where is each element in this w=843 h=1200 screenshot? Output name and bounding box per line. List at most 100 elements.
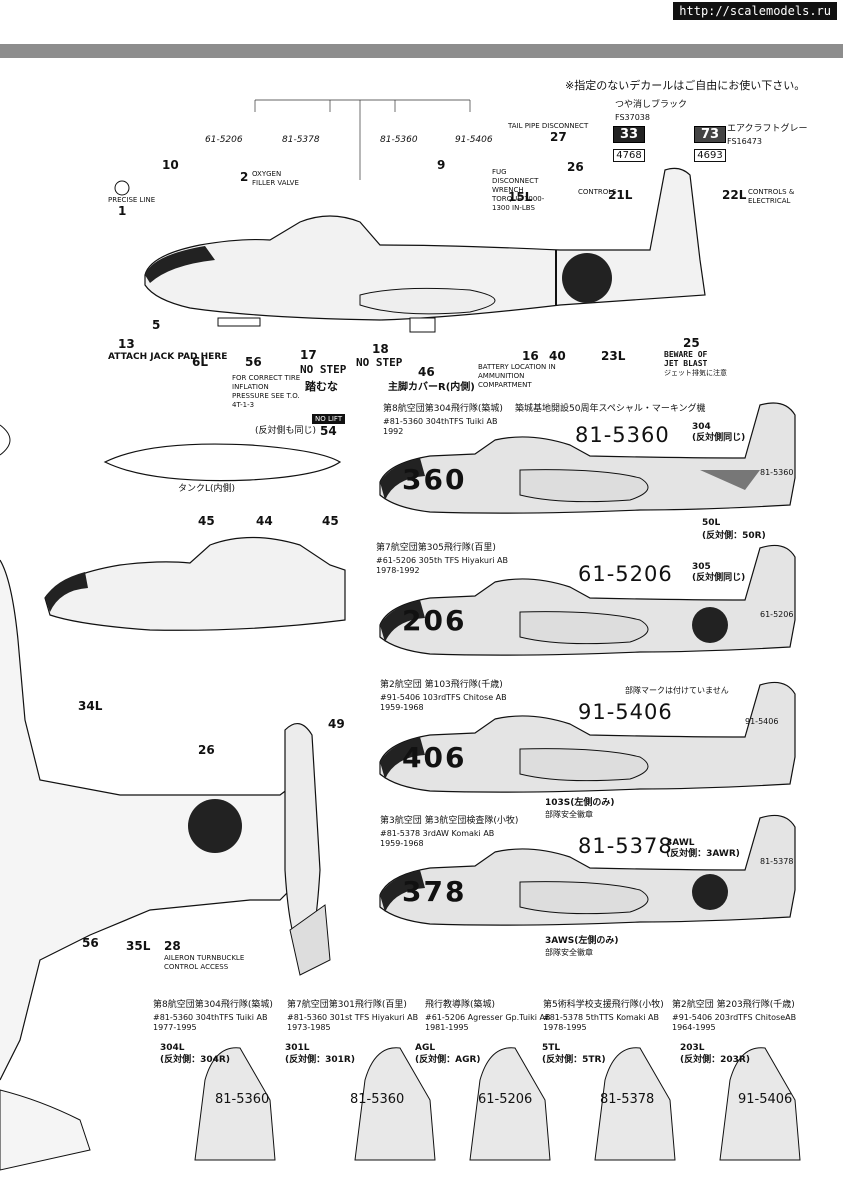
callout: 2 xyxy=(240,170,249,184)
callout: 9 xyxy=(437,158,446,172)
attach-jack-text: ATTACH JACK PAD HERE xyxy=(108,352,228,362)
tail-years: 1978-1995 xyxy=(543,1023,587,1032)
swatch-number: 73 xyxy=(694,126,726,143)
swatch-sub: 4768 xyxy=(613,149,645,162)
jet-blast-text: JET BLAST xyxy=(664,359,708,368)
marking-serial: 91-5406 xyxy=(578,700,673,724)
marking-tailnum: 61-5206 xyxy=(760,610,794,619)
tail-code: 304L xyxy=(160,1043,185,1053)
tail-other: (反対側：304R) xyxy=(160,1055,230,1065)
callout: 21L xyxy=(608,188,633,202)
tail-serial: 81-5378 xyxy=(600,1092,655,1107)
callout: 26 xyxy=(567,160,584,174)
color-fs-black: FS37038 xyxy=(615,113,650,122)
marking-tag-sub: (反対側同じ) xyxy=(692,433,746,443)
marking-unit: 第7航空団第305飛行隊(百里) xyxy=(376,543,496,553)
marking-note: 部隊マークは付けていません xyxy=(625,686,729,695)
marking-tailnum: 81-5360 xyxy=(760,468,794,477)
battery-text: BATTERY LOCATION IN AMMUNITION COMPARTME… xyxy=(478,363,556,389)
marking-tag: 304 xyxy=(692,422,711,432)
color-swatch-black: 33 4768 xyxy=(613,126,645,162)
marking-nose: 378 xyxy=(402,875,467,908)
same-both-text: (反対側も同じ) xyxy=(255,426,317,436)
tail-code: 203L xyxy=(680,1043,705,1053)
callout: 5 xyxy=(152,318,161,332)
tail-sub: #81-5378 5thTTS Komaki AB xyxy=(543,1013,660,1022)
tail-serial: 81-5360 xyxy=(350,1092,405,1107)
no-step-text: NO STEP xyxy=(356,356,403,369)
callout: 45 xyxy=(198,514,215,528)
oxygen-text: OXYGEN FILLER VALVE xyxy=(252,170,299,187)
callout: 10 xyxy=(162,158,179,172)
tail-sub: #81-5360 304thTFS Tuiki AB xyxy=(153,1013,268,1022)
jet-blast-jp: ジェット排気に注意 xyxy=(664,369,727,377)
beware-text: BEWARE OF xyxy=(664,350,708,359)
tail-other: (反対側：AGR) xyxy=(415,1055,481,1065)
tail-serial: 91-5406 xyxy=(738,1092,793,1107)
callout: 25 xyxy=(683,336,700,350)
aileron-text: AILERON TURNBUCKLE CONTROL ACCESS xyxy=(164,954,245,971)
marking-tag2: 3AWS(左側のみ) xyxy=(545,936,619,946)
marking-tag-sub: (反対側同じ) xyxy=(692,573,746,583)
callout: 46 xyxy=(418,365,435,379)
tail-other: (反対側：203R) xyxy=(680,1055,750,1065)
controls-text: CONTROLS xyxy=(578,188,617,196)
header-bar xyxy=(0,44,843,58)
marking-tag2: 50L xyxy=(702,518,721,528)
no-lift-badge: NO LIFT xyxy=(312,414,346,424)
marking-nose: 406 xyxy=(402,741,467,774)
tail-code: AGL xyxy=(415,1043,436,1053)
marking-serial: 81-5378 xyxy=(578,834,673,858)
color-swatch-grey: 73 4693 xyxy=(694,126,726,162)
color-label-grey: エアクラフトグレー xyxy=(727,124,808,134)
tail-years: 1977-1995 xyxy=(153,1023,197,1032)
callout: 56 xyxy=(82,936,99,950)
marking-nose: 360 xyxy=(402,463,467,496)
callout: 49 xyxy=(328,717,345,731)
marking-tag: 3AWL xyxy=(666,838,695,848)
marking-sub: #81-5360 304thTFS Tuiki AB xyxy=(383,417,498,426)
marking-sub: #61-5206 305th TFS Hiyakuri AB xyxy=(376,556,509,565)
marking-tag2-sub: (反対側：50R) xyxy=(702,531,766,541)
callout: 40 xyxy=(549,349,566,363)
tail-sub: #81-5360 301st TFS Hiyakuri AB xyxy=(287,1013,419,1022)
marking-unit: 第8航空団第304飛行隊(築城) xyxy=(383,404,503,414)
tail-years: 1973-1985 xyxy=(287,1023,331,1032)
marking-sub: #91-5406 103rdTFS Chitose AB xyxy=(380,693,507,702)
no-step-text: NO STEP xyxy=(300,363,347,376)
marking-tag-sub: (反対側：3AWR) xyxy=(666,849,740,859)
callout: 6L xyxy=(192,355,208,369)
tail-pipe-text: TAIL PIPE DISCONNECT xyxy=(508,122,589,130)
callout: 44 xyxy=(256,514,273,528)
serial-label: 91-5406 xyxy=(455,135,493,145)
precise-line-text: PRECISE LINE xyxy=(108,196,156,204)
tail-years: 1981-1995 xyxy=(425,1023,469,1032)
tail-sub: #61-5206 Agresser Gp.Tuiki AB xyxy=(425,1013,551,1022)
watermark: http://scalemodels.ru xyxy=(673,2,837,20)
callout: 56 xyxy=(245,355,262,369)
serial-label: 81-5360 xyxy=(380,135,418,145)
marking-tag: 305 xyxy=(692,562,711,572)
color-fs-grey: FS16473 xyxy=(727,137,762,146)
marking-serial: 61-5206 xyxy=(578,562,673,586)
callout: 35L xyxy=(126,939,151,953)
color-label-black: つや消しブラック xyxy=(615,100,688,110)
callout: 13 xyxy=(118,337,135,351)
callout: 22L xyxy=(722,188,747,202)
tail-unit: 第7航空団第301飛行隊(百里) xyxy=(287,1000,407,1010)
marking-tag2-sub: 部隊安全徽章 xyxy=(545,810,593,819)
tail-unit: 第2航空団 第203飛行隊(千歳) xyxy=(672,1000,795,1010)
tail-unit: 飛行教導隊(築城) xyxy=(425,1000,496,1010)
callout: 15L xyxy=(508,190,533,204)
callout: 23L xyxy=(601,349,626,363)
tail-other: (反対側：5TR) xyxy=(542,1055,606,1065)
marking-serial: 81-5360 xyxy=(575,423,670,447)
decal-notice: ※指定のないデカールはご自由にお使い下さい。 xyxy=(565,79,806,92)
fuel-disconnect-text: FUG DISCONNECT WRENCH TORQUE 1000-1300 I… xyxy=(492,168,545,212)
tail-sub: #91-5406 203rdTFS ChitoseAB xyxy=(672,1013,797,1022)
callout: 16 xyxy=(522,349,539,363)
marking-tailnum: 81-5378 xyxy=(760,857,794,866)
marking-unit: 第3航空団 第3航空団検査隊(小牧) xyxy=(380,816,519,826)
marking-years: 1959-1968 xyxy=(380,839,424,848)
